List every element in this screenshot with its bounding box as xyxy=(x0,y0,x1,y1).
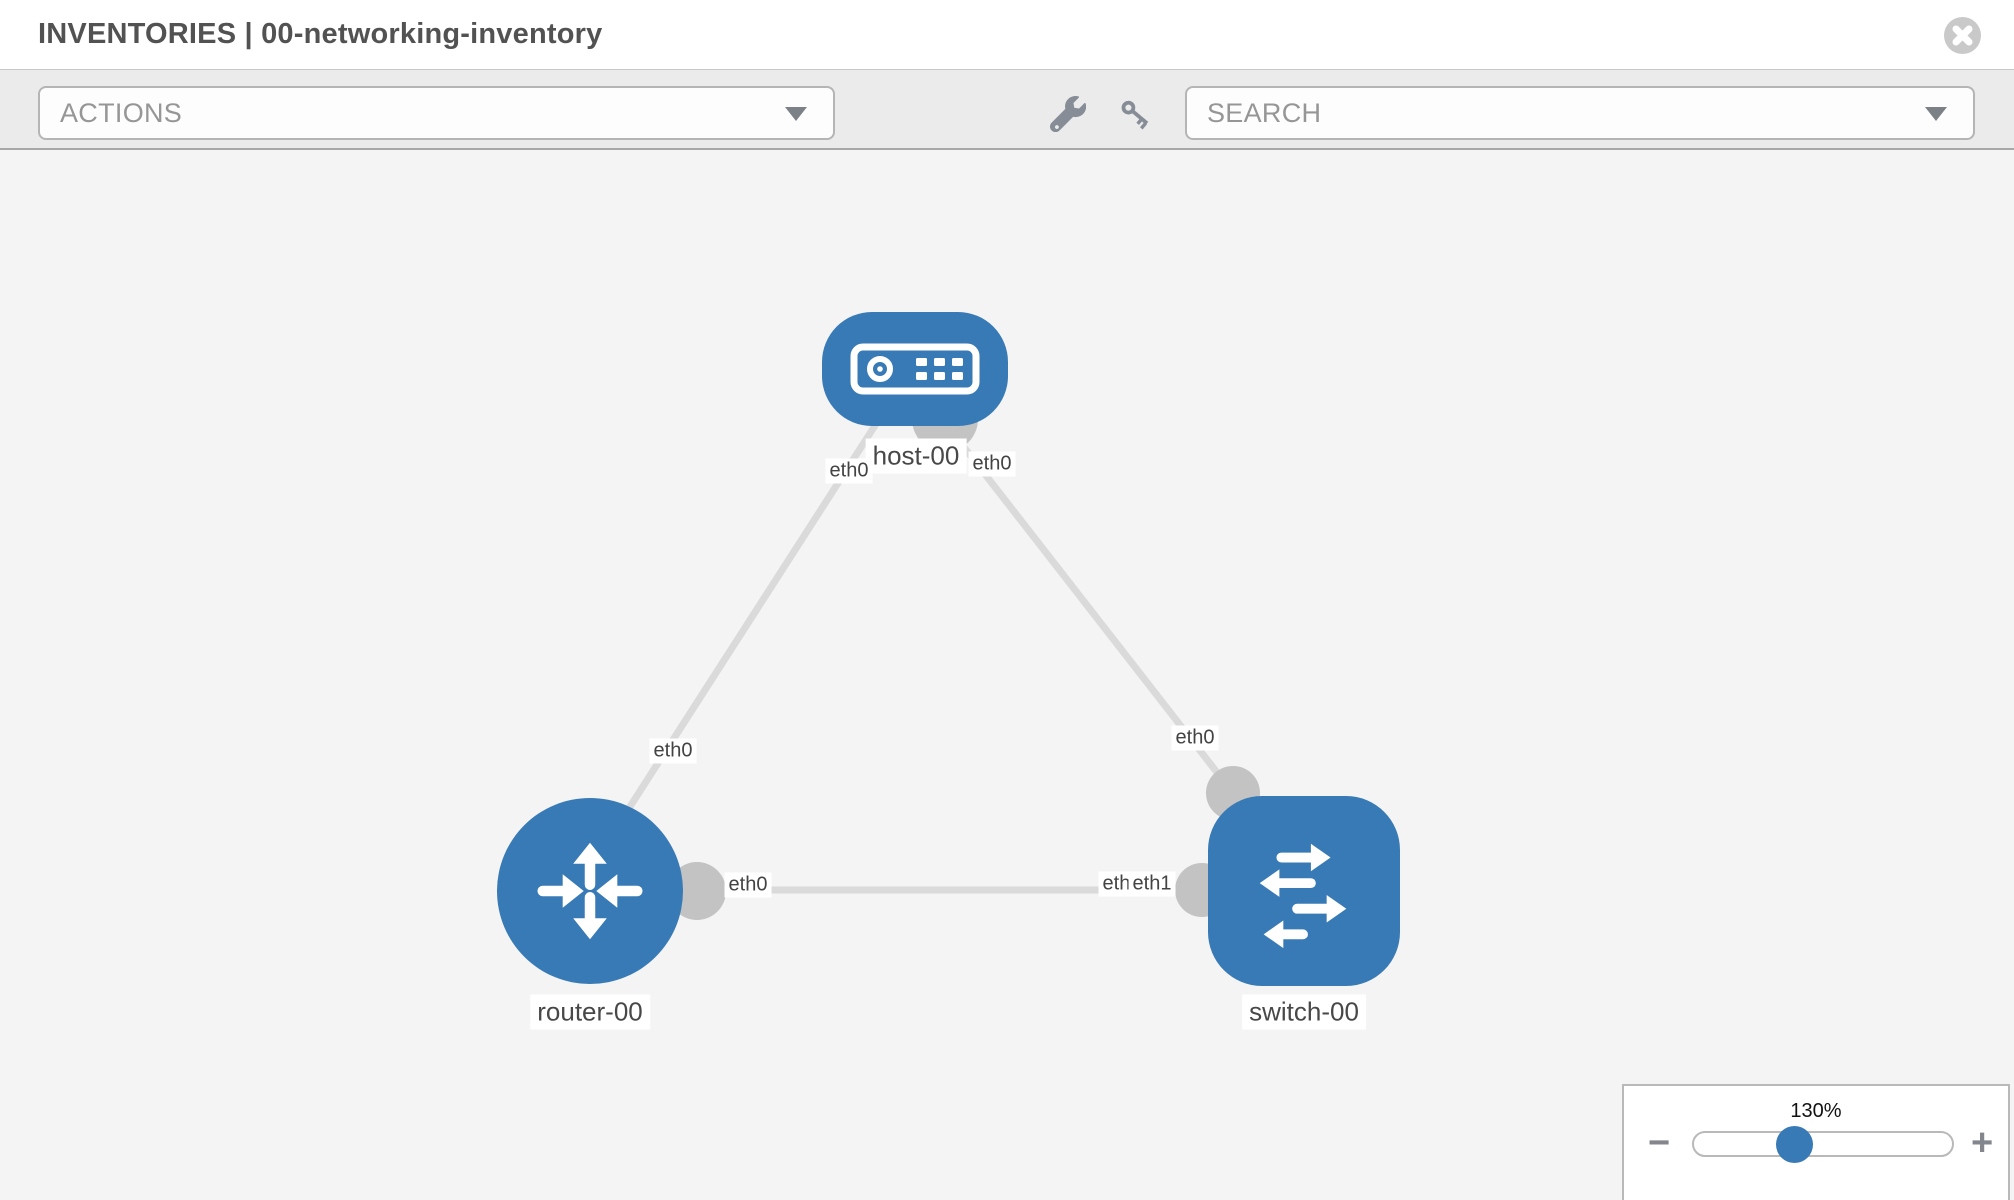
interface-label: eth0 xyxy=(724,872,772,898)
chevron-down-icon xyxy=(1925,107,1947,121)
actions-dropdown[interactable]: ACTIONS xyxy=(38,86,835,140)
interface-label: eth1 xyxy=(1128,871,1176,897)
interface-label: eth0 xyxy=(825,458,873,484)
topology-canvas[interactable]: host-00 router-00 switch-00 eth0 eth0 et… xyxy=(0,150,2014,1200)
node-label-host: host-00 xyxy=(865,438,967,474)
topology-links xyxy=(612,407,1236,894)
wrench-icon xyxy=(1050,96,1086,132)
node-label-router: router-00 xyxy=(530,994,650,1030)
node-host-00[interactable] xyxy=(822,312,1008,426)
zoom-panel: 130% − + xyxy=(1622,1084,2010,1200)
actions-dropdown-label: ACTIONS xyxy=(60,97,183,128)
credentials-button[interactable] xyxy=(1114,92,1158,136)
zoom-slider[interactable] xyxy=(1692,1131,1954,1157)
interface-label: eth0 xyxy=(1171,725,1219,751)
interface-label: eth0 xyxy=(968,451,1016,477)
search-dropdown-label: SEARCH xyxy=(1207,97,1322,128)
node-label-switch: switch-00 xyxy=(1242,994,1366,1030)
router-icon xyxy=(537,842,643,940)
toolbar: ACTIONS SEARCH xyxy=(0,69,2014,150)
host-icon xyxy=(850,343,980,395)
node-switch-00[interactable] xyxy=(1208,796,1400,986)
interface-label: eth0 xyxy=(649,738,697,764)
search-dropdown[interactable]: SEARCH xyxy=(1185,86,1975,140)
tools-button[interactable] xyxy=(1046,92,1090,136)
zoom-slider-thumb[interactable] xyxy=(1776,1126,1813,1163)
zoom-out-button[interactable]: − xyxy=(1648,1122,1671,1164)
zoom-level-label: 130% xyxy=(1790,1100,1842,1122)
header: INVENTORIES | 00-networking-inventory xyxy=(0,0,2014,69)
chevron-down-icon xyxy=(785,107,807,121)
key-icon xyxy=(1121,100,1149,130)
node-router-00[interactable] xyxy=(497,798,683,984)
switch-icon xyxy=(1259,843,1347,949)
close-button[interactable] xyxy=(1944,17,1981,54)
zoom-in-button[interactable]: + xyxy=(1971,1122,1994,1164)
page-title: INVENTORIES | 00-networking-inventory xyxy=(38,18,603,50)
close-icon xyxy=(1952,25,1973,46)
